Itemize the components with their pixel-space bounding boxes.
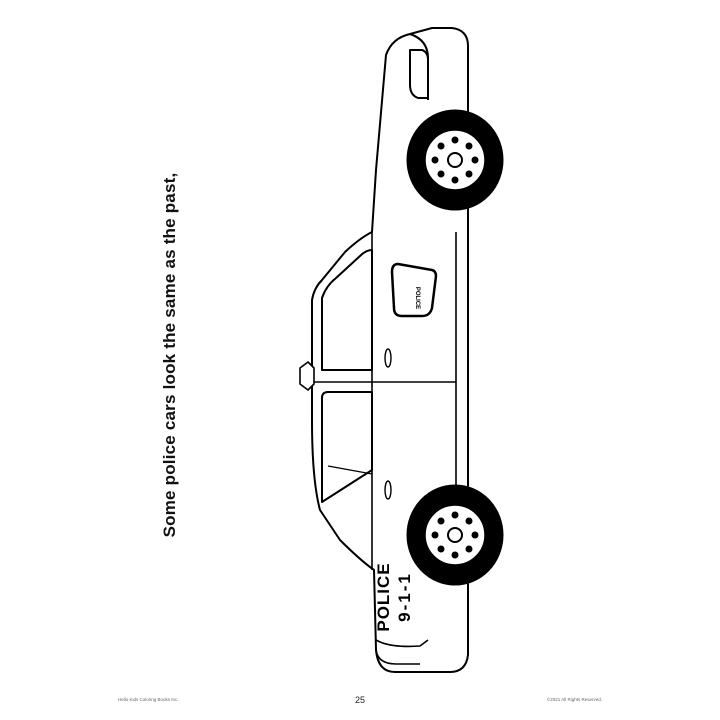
- door-badge-shield: [390, 262, 438, 318]
- footer-publisher: Hello Kids Coloring Books Inc.: [118, 697, 179, 702]
- front-door-handle: [384, 348, 392, 368]
- front-window: [321, 249, 373, 371]
- rear-bumper: [375, 649, 420, 665]
- headlight: [409, 49, 429, 99]
- roof-light: [299, 361, 315, 391]
- side-number: 9-1-1: [395, 572, 414, 622]
- rear-wheel: [406, 484, 504, 586]
- page-number: 25: [354, 695, 366, 705]
- door-badge-text: POLICE: [414, 287, 420, 309]
- side-lettering: POLICE: [374, 562, 393, 631]
- rear-window: [321, 391, 373, 503]
- rear-door-handle: [384, 480, 392, 500]
- footer-copyright: ©2021 All Rights Reserved.: [546, 697, 602, 702]
- rear-window-trim: [327, 465, 373, 475]
- rear-trim: [375, 639, 429, 648]
- front-wheel: [406, 109, 504, 211]
